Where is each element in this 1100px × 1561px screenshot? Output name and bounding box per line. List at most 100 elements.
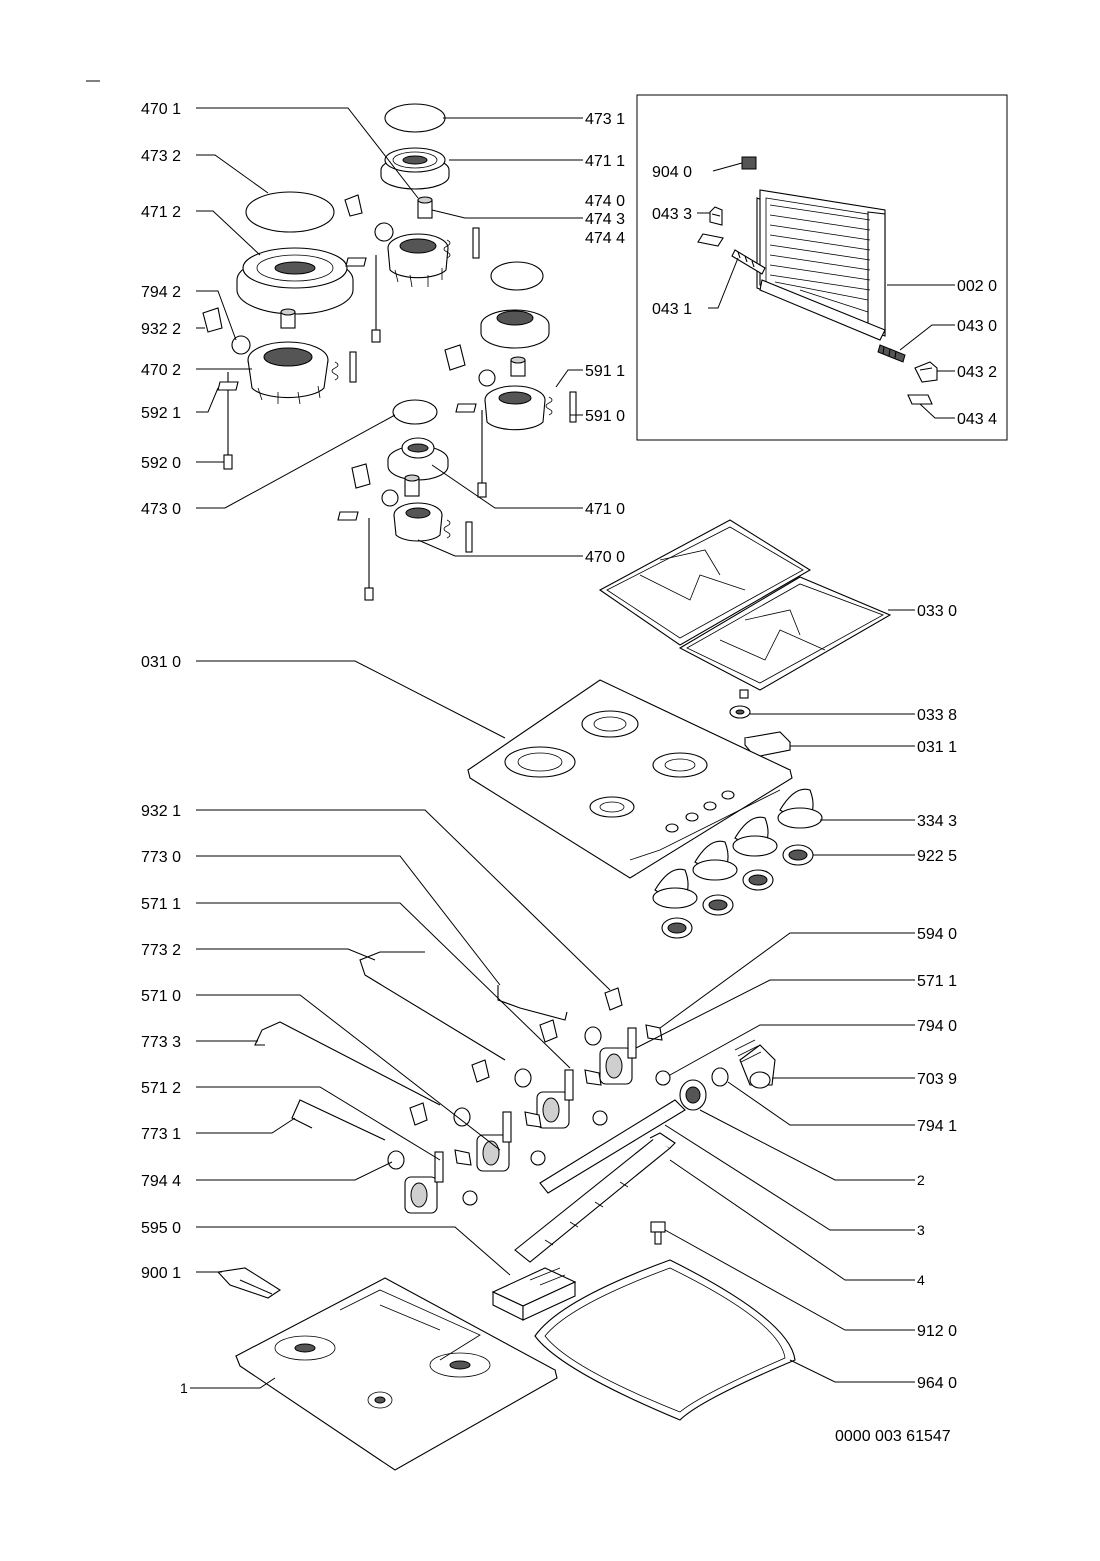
burner-spreader-right <box>480 309 550 349</box>
label-5921: 592 1 <box>141 405 181 422</box>
label-5910: 591 0 <box>585 408 625 425</box>
label-4710: 471 0 <box>585 501 625 518</box>
label-5711-right: 571 1 <box>917 973 957 990</box>
label-4740: 474 0 <box>585 193 625 210</box>
gasket-9640 <box>534 1259 796 1421</box>
label-5940: 594 0 <box>917 926 957 943</box>
injector-left <box>280 308 296 329</box>
label-5950: 595 0 <box>141 1220 181 1237</box>
clamp-9001 <box>216 1267 282 1299</box>
label-7732: 773 2 <box>141 942 181 959</box>
label-7944: 794 4 <box>141 1173 181 1190</box>
inset-lid-assembly <box>636 94 1008 441</box>
tap-clips <box>409 987 663 1166</box>
label-7039: 703 9 <box>917 1071 957 1088</box>
label-4711: 471 1 <box>585 153 625 170</box>
label-4744: 474 4 <box>585 230 625 247</box>
burner-cap-4731 <box>384 103 446 133</box>
part-0432-clip <box>914 361 938 383</box>
label-9322: 932 2 <box>141 321 181 338</box>
label-1: 1 <box>180 1380 188 1396</box>
control-knobs-3343 <box>652 788 823 909</box>
gas-pipes-773 <box>254 951 568 1141</box>
burner-body-4700 <box>393 502 443 542</box>
injector-right <box>510 356 526 377</box>
bracket-4 <box>514 1132 676 1263</box>
gas-taps-571 <box>404 1027 637 1214</box>
document-number: 0000 003 61547 <box>835 1428 951 1445</box>
label-0434: 043 4 <box>957 411 997 428</box>
label-0430: 043 0 <box>957 318 997 335</box>
label-9640: 964 0 <box>917 1375 957 1392</box>
hob-top-plate-0310 <box>466 679 793 879</box>
label-7730: 773 0 <box>141 849 181 866</box>
igniters <box>349 227 577 553</box>
burner-body-4701 <box>387 233 449 288</box>
label-0310: 031 0 <box>141 654 181 671</box>
cover-0311 <box>743 731 792 758</box>
seal-7941 <box>711 1067 729 1087</box>
part-0433-clip <box>709 206 723 226</box>
label-5911: 591 1 <box>585 363 625 380</box>
label-7733: 773 3 <box>141 1034 181 1051</box>
part-0434-plate <box>907 394 933 405</box>
label-7731: 773 1 <box>141 1126 181 1143</box>
part-0433-plate <box>697 233 724 247</box>
label-4712: 471 2 <box>141 204 181 221</box>
part-0431-hinge-pin <box>731 249 766 275</box>
label-4701: 470 1 <box>141 101 181 118</box>
label-5711-left: 571 1 <box>141 896 181 913</box>
gas-ramp-3 <box>539 1099 686 1194</box>
elbow-connector-7039 <box>734 1039 776 1089</box>
bottom-tray-1 <box>234 1277 558 1471</box>
part-labels: 470 1 473 1 473 2 471 1 474 0 471 2 474 … <box>141 101 997 1445</box>
label-3: 3 <box>917 1222 925 1238</box>
burner-cap-4732 <box>245 191 335 233</box>
ignition-springs <box>331 239 553 539</box>
burner-body-right <box>484 385 546 431</box>
label-0338: 033 8 <box>917 707 957 724</box>
label-9001: 900 1 <box>141 1265 181 1282</box>
label-0433: 043 3 <box>652 206 692 223</box>
label-5920: 592 0 <box>141 455 181 472</box>
burner-clips <box>202 194 466 489</box>
burner-rings <box>231 222 496 507</box>
label-4700: 470 0 <box>585 549 625 566</box>
burner-cap-right <box>490 261 544 291</box>
injector-474 <box>417 196 433 219</box>
part-904-block <box>741 156 757 170</box>
burner-cap-4730 <box>392 399 438 425</box>
screw-9120 <box>650 1221 666 1245</box>
burner-spreader-4712 <box>236 247 354 315</box>
lid-panel <box>756 189 886 341</box>
label-7941: 794 1 <box>917 1118 957 1135</box>
label-4702: 470 2 <box>141 362 181 379</box>
injector-front <box>404 474 420 497</box>
label-2: 2 <box>917 1172 925 1188</box>
label-4731: 473 1 <box>585 111 625 128</box>
label-4730: 473 0 <box>141 501 181 518</box>
label-0432: 043 2 <box>957 364 997 381</box>
label-4743: 474 3 <box>585 211 625 228</box>
label-9120: 912 0 <box>917 1323 957 1340</box>
rubber-foot-0338 <box>729 705 751 719</box>
label-3343: 334 3 <box>917 813 957 830</box>
label-5712: 571 2 <box>141 1080 181 1097</box>
label-9225: 922 5 <box>917 848 957 865</box>
label-0330: 033 0 <box>917 603 957 620</box>
label-4: 4 <box>917 1272 925 1288</box>
tap-seals-794 <box>387 1026 671 1206</box>
label-5710: 571 0 <box>141 988 181 1005</box>
pan-support-grids-0330 <box>598 519 892 699</box>
connector-nut-2 <box>679 1079 707 1111</box>
label-0311: 031 1 <box>917 739 957 756</box>
label-0431: 043 1 <box>652 301 692 318</box>
knob-bezels-9225 <box>661 844 814 939</box>
inset-frame <box>636 94 1008 441</box>
leader-lines <box>190 107 915 1389</box>
label-9040: 904 0 <box>652 164 692 181</box>
part-0430-hinge-pin <box>877 344 906 363</box>
burner-spreader-4710 <box>387 437 449 481</box>
label-7940: 794 0 <box>917 1018 957 1035</box>
